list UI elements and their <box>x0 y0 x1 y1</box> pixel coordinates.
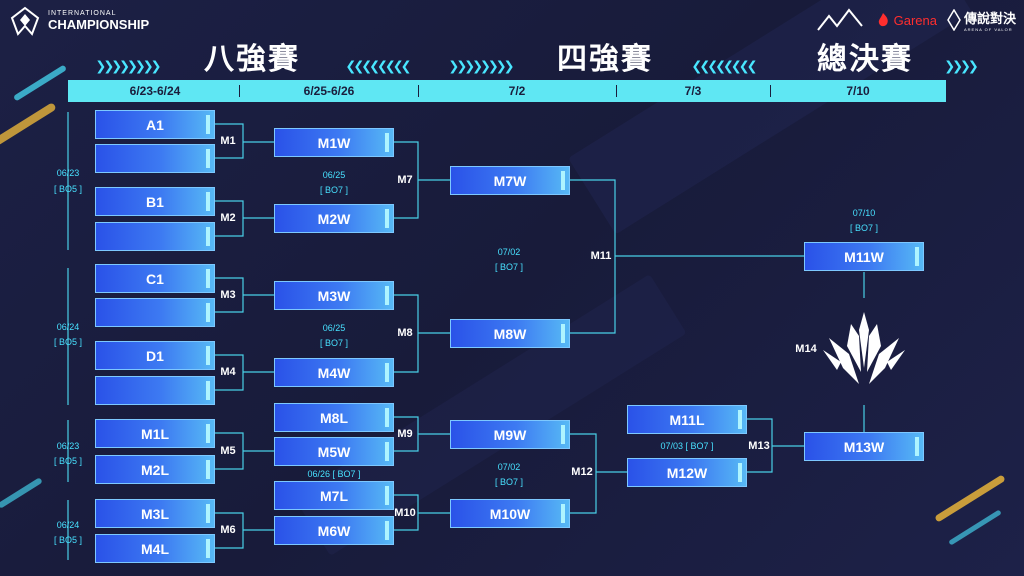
date-divider <box>616 85 617 97</box>
championship-logo: INTERNATIONAL CHAMPIONSHIP <box>8 6 149 36</box>
match-label-m9: M9 <box>397 428 413 440</box>
schedule-format: [ BO7 ] <box>319 338 349 348</box>
team-slot-m8w[interactable]: M8W <box>450 319 570 348</box>
schedule-info: 06/26 [ BO7 ] <box>307 469 361 479</box>
stage-title-semifinal: 四強賽 <box>557 42 653 77</box>
championship-emblem-icon <box>823 312 905 384</box>
chevron-right-icon: ❯❯❯❯❯❯❯❯ <box>448 59 514 75</box>
team-slot-m13w[interactable]: M13W <box>804 432 924 461</box>
team-slot-m7l[interactable]: M7L <box>274 481 394 510</box>
chevron-left-icon: ❮❮❮❮❮❮❮❮ <box>691 59 757 75</box>
aov-diamond-icon <box>947 9 961 31</box>
team-slot-m6w[interactable]: M6W <box>274 516 394 545</box>
team-slot-c1-opponent[interactable] <box>95 298 215 327</box>
schedule-date: 06/24 <box>56 322 80 332</box>
date-divider <box>418 85 419 97</box>
match-label-m6: M6 <box>220 524 236 536</box>
match-label-m2: M2 <box>220 212 236 224</box>
match-label-m11: M11 <box>590 250 612 262</box>
match-label-m10: M10 <box>394 507 416 519</box>
schedule-date: 06/25 <box>322 323 346 333</box>
team-slot-m2l[interactable]: M2L <box>95 455 215 484</box>
brand-main-line: CHAMPIONSHIP <box>48 17 150 32</box>
match-label-m3: M3 <box>220 289 236 301</box>
brand-top-line: INTERNATIONAL <box>48 10 117 17</box>
team-slot-m1l[interactable]: M1L <box>95 419 215 448</box>
team-slot-d1-opponent[interactable] <box>95 376 215 405</box>
date-quarterfinal-2: 6/25-6/26 <box>303 84 355 98</box>
team-slot-m8l[interactable]: M8L <box>274 403 394 432</box>
match-label-m12: M12 <box>571 466 593 478</box>
schedule-format: [ BO5 ] <box>53 535 83 545</box>
garena-flame-icon <box>878 13 888 27</box>
match-label-m1: M1 <box>220 135 236 147</box>
team-slot-m4l[interactable]: M4L <box>95 534 215 563</box>
schedule-format: [ BO5 ] <box>53 456 83 466</box>
schedule-format: [ BO7 ] <box>494 262 524 272</box>
garena-logo: Garena <box>875 12 937 28</box>
garena-label: Garena <box>893 12 937 28</box>
team-slot-m3w[interactable]: M3W <box>274 281 394 310</box>
date-divider <box>770 85 771 97</box>
match-label-m13: M13 <box>748 440 770 452</box>
schedule-format: [ BO7 ] <box>319 185 349 195</box>
match-label-m14: M14 <box>795 343 817 355</box>
date-quarterfinal-1: 6/23-6/24 <box>129 84 181 98</box>
aov-logo: 傳說對決 ARENA OF VALOR <box>947 8 1016 32</box>
schedule-date: 07/02 <box>497 462 521 472</box>
schedule-date: 06/24 <box>56 520 80 530</box>
team-slot-m3l[interactable]: M3L <box>95 499 215 528</box>
sponsor-logos: Garena 傳說對決 ARENA OF VALOR <box>815 6 1016 34</box>
match-label-m4: M4 <box>220 366 236 378</box>
team-slot-m4w[interactable]: M4W <box>274 358 394 387</box>
stage-title-final: 總決賽 <box>817 42 913 77</box>
date-final: 7/10 <box>846 84 870 98</box>
team-slot-b1[interactable]: B1 <box>95 187 215 216</box>
schedule-format: [ BO5 ] <box>53 184 83 194</box>
date-bar: 6/23-6/24 6/25-6/26 7/2 7/3 7/10 <box>68 80 946 102</box>
team-slot-m1w[interactable]: M1W <box>274 128 394 157</box>
schedule-info: 07/03 [ BO7 ] <box>660 441 714 451</box>
championship-emblem-icon <box>10 6 40 36</box>
team-slot-m10w[interactable]: M10W <box>450 499 570 528</box>
team-slot-m11w[interactable]: M11W <box>804 242 924 271</box>
aov-title: 傳說對決 <box>963 12 1016 27</box>
schedule-format: [ BO5 ] <box>53 337 83 347</box>
stage-title-quarterfinal: 八強賽 <box>204 42 300 77</box>
date-semifinal-1: 7/2 <box>508 84 526 98</box>
team-slot-m2w[interactable]: M2W <box>274 204 394 233</box>
team-slot-m11l[interactable]: M11L <box>627 405 747 434</box>
aov-subtitle: ARENA OF VALOR <box>963 27 1013 32</box>
schedule-date: 07/02 <box>497 247 521 257</box>
match-label-m5: M5 <box>220 445 236 457</box>
schedule-date: 06/25 <box>322 170 346 180</box>
team-slot-m5w[interactable]: M5W <box>274 437 394 466</box>
schedule-date: 07/10 <box>852 208 876 218</box>
schedule-format: [ BO7 ] <box>494 477 524 487</box>
team-slot-m12w[interactable]: M12W <box>627 458 747 487</box>
schedule-date: 06/23 <box>56 441 80 451</box>
schedule-date: 06/23 <box>56 168 80 178</box>
chevron-left-icon: ❮❮❮❮❮❮❮❮ <box>345 59 411 75</box>
chevron-right-icon: ❯❯❯❯❯❯❯❯ <box>95 59 161 75</box>
team-slot-c1[interactable]: C1 <box>95 264 215 293</box>
date-semifinal-2: 7/3 <box>684 84 702 98</box>
chevron-right-icon: ❯❯❯❯ <box>944 59 979 75</box>
team-slot-b1-opponent[interactable] <box>95 222 215 251</box>
level-infinite-logo-icon <box>816 8 863 31</box>
team-slot-d1[interactable]: D1 <box>95 341 215 370</box>
team-slot-a1-opponent[interactable] <box>95 144 215 173</box>
date-divider <box>239 85 240 97</box>
team-slot-a1[interactable]: A1 <box>95 110 215 139</box>
team-slot-m9w[interactable]: M9W <box>450 420 570 449</box>
match-label-m8: M8 <box>397 327 413 339</box>
schedule-format: [ BO7 ] <box>849 223 879 233</box>
team-slot-m7w[interactable]: M7W <box>450 166 570 195</box>
match-label-m7: M7 <box>397 174 413 186</box>
